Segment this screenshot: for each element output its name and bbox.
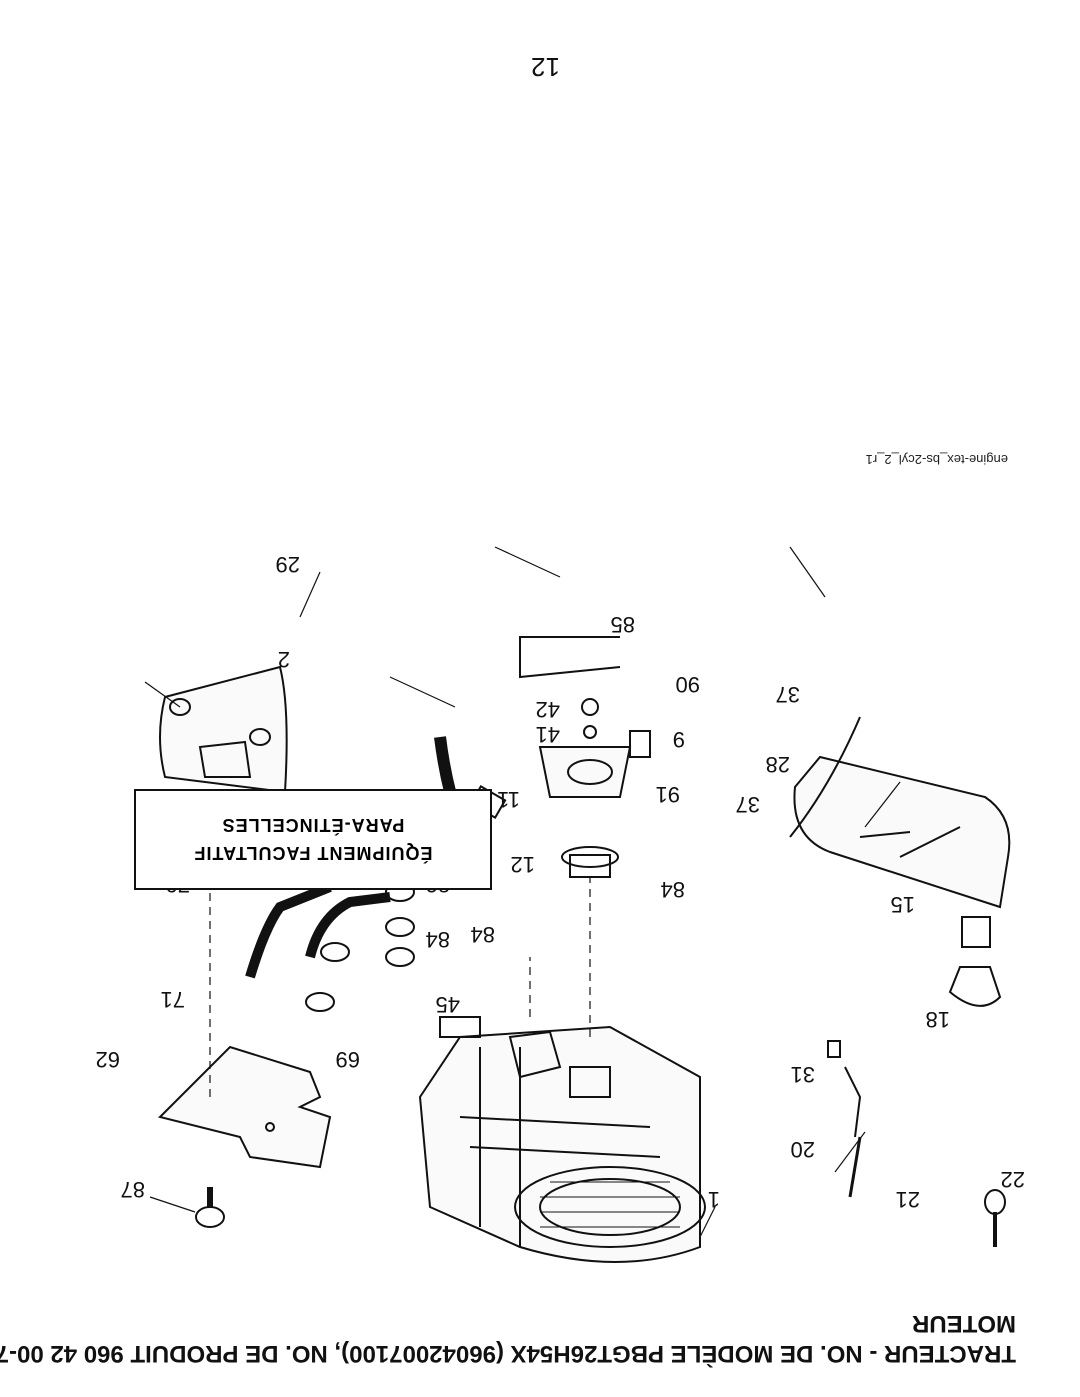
part-label-21: 21 [896,1187,920,1212]
part-label-31: 31 [791,1062,815,1087]
page-number: 12 [531,52,560,82]
part-label-85: 85 [611,612,635,637]
part-label-84b: 84 [471,922,495,947]
part-label-15: 15 [891,892,915,917]
part-label-1: 1 [708,1187,720,1212]
optional-equipment-box: ÉQUIPMENT FACULTATIF PARA-ÉTINCELLES [134,789,492,890]
part-label-91: 91 [656,782,680,807]
part-label-37b: 37 [736,792,760,817]
part-label-69: 69 [336,1047,360,1072]
part-label-45: 45 [436,992,460,1017]
dipstick [827,1040,1006,1247]
heat-shield-62 [158,1045,332,1169]
part-label-22: 22 [1001,1167,1025,1192]
part-label-37: 37 [776,682,800,707]
part-label-71: 71 [161,987,185,1012]
part-label-18: 18 [926,1007,950,1032]
part-label-62: 62 [96,1047,120,1072]
muffler-2 [159,665,288,794]
part-label-20: 20 [791,1137,815,1162]
oil-filler-87 [195,1187,225,1228]
fuel-line-28 [789,716,861,838]
part-label-41: 41 [536,722,560,747]
part-label-28: 28 [766,752,790,777]
part-label-9: 9 [673,727,685,752]
filter-parts [519,636,651,878]
part-label-42: 42 [536,697,560,722]
part-label-2: 2 [278,647,290,672]
optional-equipment-label: ÉQUIPMENT FACULTATIF [193,843,433,864]
part-label-87: 87 [121,1177,145,1202]
part-label-90: 90 [676,672,700,697]
exhaust-pipes [245,882,415,1012]
fuel-tank-15 [793,755,1011,1007]
part-label-11: 11 [497,787,520,812]
part-label-12: 12 [511,852,535,877]
engine-block [418,1016,706,1263]
part-label-84a: 84 [661,877,685,902]
spark-arrestor-label: PARA-ÉTINCELLES [221,815,405,836]
part-label-84c: 84 [426,927,450,952]
drawing-file-reference: engine-tex_bs-2cyl_2_r1 [865,452,1008,467]
part-label-29: 29 [276,552,300,577]
